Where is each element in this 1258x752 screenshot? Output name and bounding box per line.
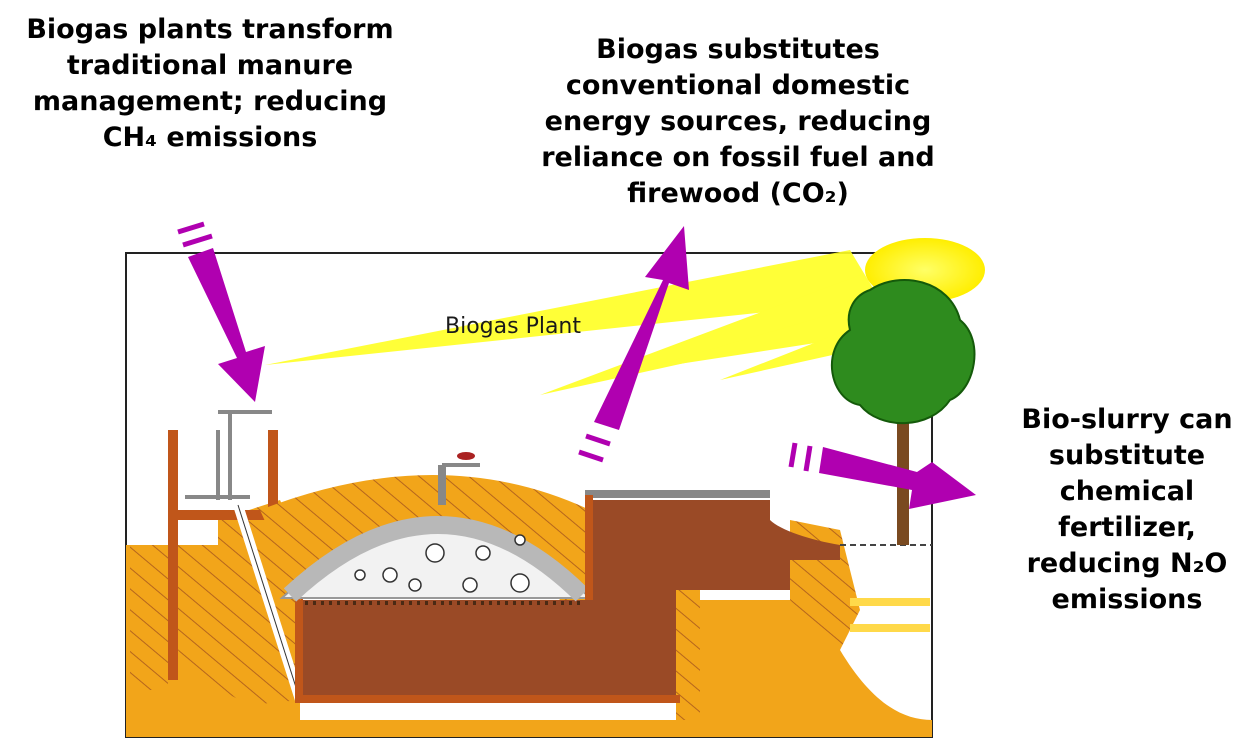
arrow-co2	[578, 226, 689, 463]
callout-line: CH₄ emissions	[102, 122, 318, 153]
arrow-n2o	[788, 442, 976, 509]
soil-ground	[126, 545, 932, 737]
gas-bubbles	[354, 534, 530, 593]
callout-line: reliance on fossil fuel and	[541, 142, 935, 173]
callout-ch4-reduction: Biogas plants transform traditional manu…	[0, 12, 420, 156]
callout-line: Biogas substitutes	[596, 34, 880, 65]
callout-co2-reduction: Biogas substitutes conventional domestic…	[508, 32, 968, 212]
callout-n2o-reduction: Bio-slurry can substitute chemical ferti…	[996, 402, 1258, 618]
callout-line: Biogas plants transform	[26, 14, 394, 45]
soil-hatched-right	[676, 520, 860, 720]
callout-line: traditional manure	[66, 50, 354, 81]
callout-line: chemical	[1059, 476, 1195, 507]
plant-label: Biogas Plant	[445, 314, 581, 339]
digester-wall-bottom	[295, 695, 680, 703]
dome-concrete	[283, 516, 589, 602]
outlet-wall	[585, 495, 593, 600]
callout-line: reducing N₂O	[1026, 548, 1228, 579]
outlet-cover	[585, 490, 770, 498]
dome-soil-cover	[260, 475, 590, 600]
callout-line: substitute	[1048, 440, 1206, 471]
arrow-ch4	[177, 221, 265, 402]
callout-line: firewood (CO₂)	[627, 178, 849, 209]
callout-line: management; reducing	[32, 86, 388, 117]
callout-line: fertilizer,	[1058, 512, 1196, 543]
soil-fill-left	[130, 545, 168, 690]
inlet-tank	[168, 410, 305, 702]
soil-layers	[850, 598, 930, 632]
tree-icon	[831, 279, 976, 425]
callout-line: Bio-slurry can	[1021, 404, 1233, 435]
callout-line: energy sources, reducing	[544, 106, 932, 137]
callout-line: emissions	[1051, 584, 1203, 615]
digester-wall-left	[295, 560, 303, 700]
callout-line: conventional domestic	[565, 70, 911, 101]
gas-outlet-valve	[438, 452, 480, 505]
soil-hatched-left	[178, 500, 300, 705]
